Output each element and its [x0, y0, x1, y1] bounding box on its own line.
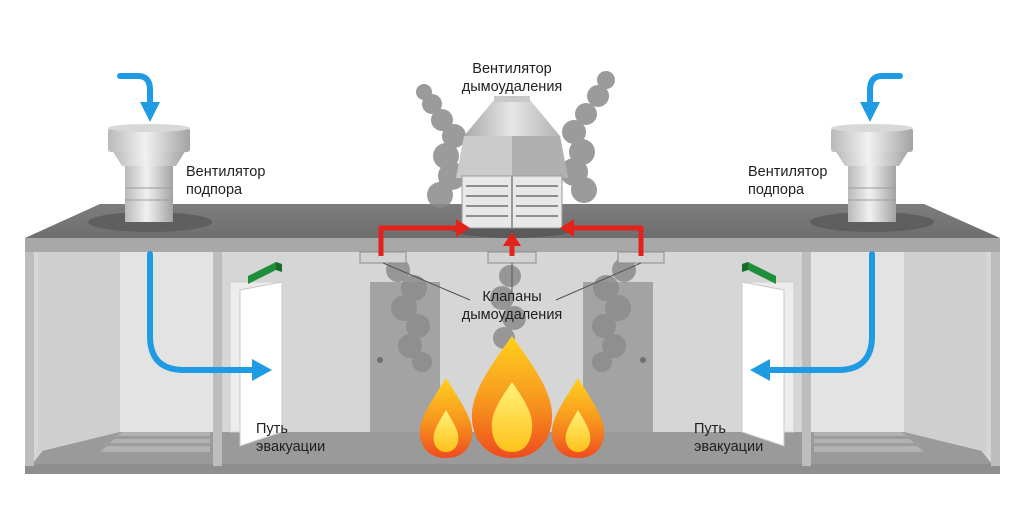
supply-fan-left-label-line1: Вентилятор	[186, 164, 266, 180]
exit-right-label-line2: эвакуации	[694, 439, 764, 455]
supply-fan-right-label-line1: Вентилятор	[748, 164, 828, 180]
supply-fan-left-label-line2: подпора	[186, 182, 243, 198]
exit-left-label-line2: эвакуации	[256, 439, 326, 455]
right-exit-sign	[748, 262, 776, 284]
dampers-label: Клапаны дымоудаления	[446, 288, 578, 324]
smoke-fan-label-line1: Вентилятор	[472, 61, 552, 77]
right-exit-door	[741, 262, 795, 447]
smoke-plume-left-top	[416, 84, 466, 208]
right-wall	[991, 252, 1000, 466]
smoke-arrow-left	[378, 225, 458, 256]
smoke-plume-left-room	[386, 258, 432, 372]
air-duct-arrow-right	[767, 251, 875, 373]
smoke-flow-arrows	[378, 225, 644, 256]
smoke-arrowhead-right	[560, 219, 574, 237]
left-stairs	[100, 432, 210, 452]
smoke-plume-right-top	[560, 71, 615, 203]
air-duct-arrowhead-left	[252, 359, 272, 381]
floor-front	[25, 464, 1000, 474]
supply-fan-right-label-line2: подпора	[748, 182, 805, 198]
air-inlet-arrowhead-right	[860, 102, 880, 122]
smoke-arrow-right	[572, 225, 644, 256]
supply-fan-right-label: Вентилятор подпора	[748, 163, 827, 199]
right-stairs	[814, 432, 924, 452]
fire	[419, 336, 605, 458]
smoke-fan-label: Вентилятор дымоудаления	[448, 60, 576, 96]
left-partition	[213, 252, 222, 466]
exit-right-label-line1: Путь	[694, 421, 726, 437]
air-flow-arrows	[117, 73, 903, 373]
left-exit-door	[229, 262, 283, 447]
air-inlet-arrow-left	[117, 73, 153, 107]
smoke-arrowhead-center	[503, 232, 521, 246]
supply-fan-right	[810, 124, 934, 232]
air-duct-arrow-left	[147, 251, 255, 373]
exit-left-label-line1: Путь	[256, 421, 288, 437]
right-partition	[802, 252, 811, 466]
right-stairwell-shade	[904, 252, 986, 452]
left-exit-sign	[248, 262, 276, 284]
air-inlet-arrow-right	[867, 73, 903, 107]
air-duct-arrowhead-right	[750, 359, 770, 381]
supply-fan-left-label: Вентилятор подпора	[186, 163, 265, 199]
exit-left-label: Путь эвакуации	[256, 420, 325, 456]
dampers-label-line1: Клапаны	[482, 289, 542, 305]
supply-fan-left	[88, 124, 212, 232]
left-wall	[25, 252, 34, 466]
air-inlet-arrowhead-left	[140, 102, 160, 122]
smoke-exhaust-fan	[452, 96, 572, 238]
smoke-arrowhead-left	[456, 219, 470, 237]
exit-right-label: Путь эвакуации	[694, 420, 763, 456]
dampers-label-line2: дымоудаления	[461, 307, 563, 323]
smoke-fan-label-line2: дымоудаления	[461, 79, 563, 95]
smoke-plume-center-room	[490, 265, 526, 349]
left-stairwell-shade	[38, 252, 120, 452]
